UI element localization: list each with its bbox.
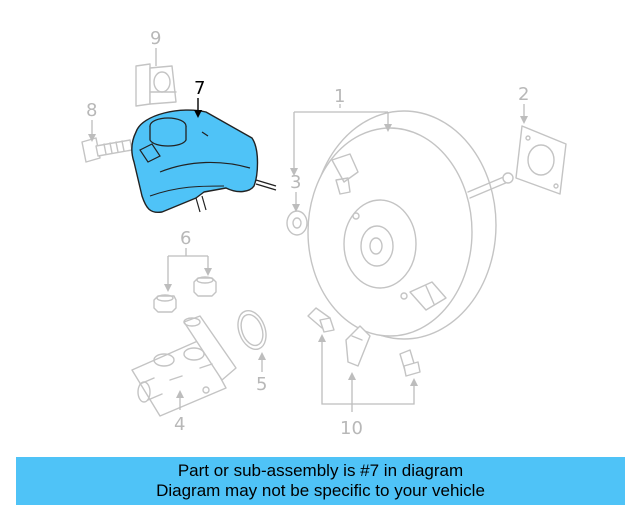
callout-5: 5 — [256, 374, 267, 395]
reservoir-grommets[interactable] — [153, 276, 217, 313]
callout-4: 4 — [174, 414, 185, 435]
mounting-bolt[interactable] — [81, 137, 133, 163]
callout-10: 10 — [340, 418, 363, 439]
banner-line-2: Diagram may not be specific to your vehi… — [156, 481, 485, 500]
callout-1: 1 — [334, 86, 345, 107]
banner-line-1: Part or sub-assembly is #7 in diagram — [177, 461, 464, 480]
callout-9: 9 — [150, 28, 161, 49]
callout-7: 7 — [194, 78, 205, 99]
vacuum-sensor-parts[interactable] — [307, 307, 421, 377]
callout-7-leader — [194, 98, 202, 118]
callout-8: 8 — [86, 100, 97, 121]
parts-diagram: 9 7 8 1 2 3 6 4 5 10 — [81, 28, 567, 439]
brake-fluid-reservoir[interactable] — [131, 109, 277, 214]
leader-lines — [88, 48, 528, 412]
booster-seal[interactable] — [286, 210, 308, 236]
info-banner: Part or sub-assembly is #7 in diagram Di… — [16, 457, 625, 505]
o-ring-seal[interactable] — [233, 307, 271, 353]
brake-booster[interactable] — [307, 110, 514, 340]
reservoir-bracket[interactable] — [135, 63, 177, 107]
booster-gasket[interactable] — [515, 125, 567, 195]
callout-2: 2 — [518, 84, 529, 105]
callout-6: 6 — [180, 228, 191, 249]
master-cylinder[interactable] — [131, 315, 237, 417]
callout-3: 3 — [290, 172, 301, 193]
